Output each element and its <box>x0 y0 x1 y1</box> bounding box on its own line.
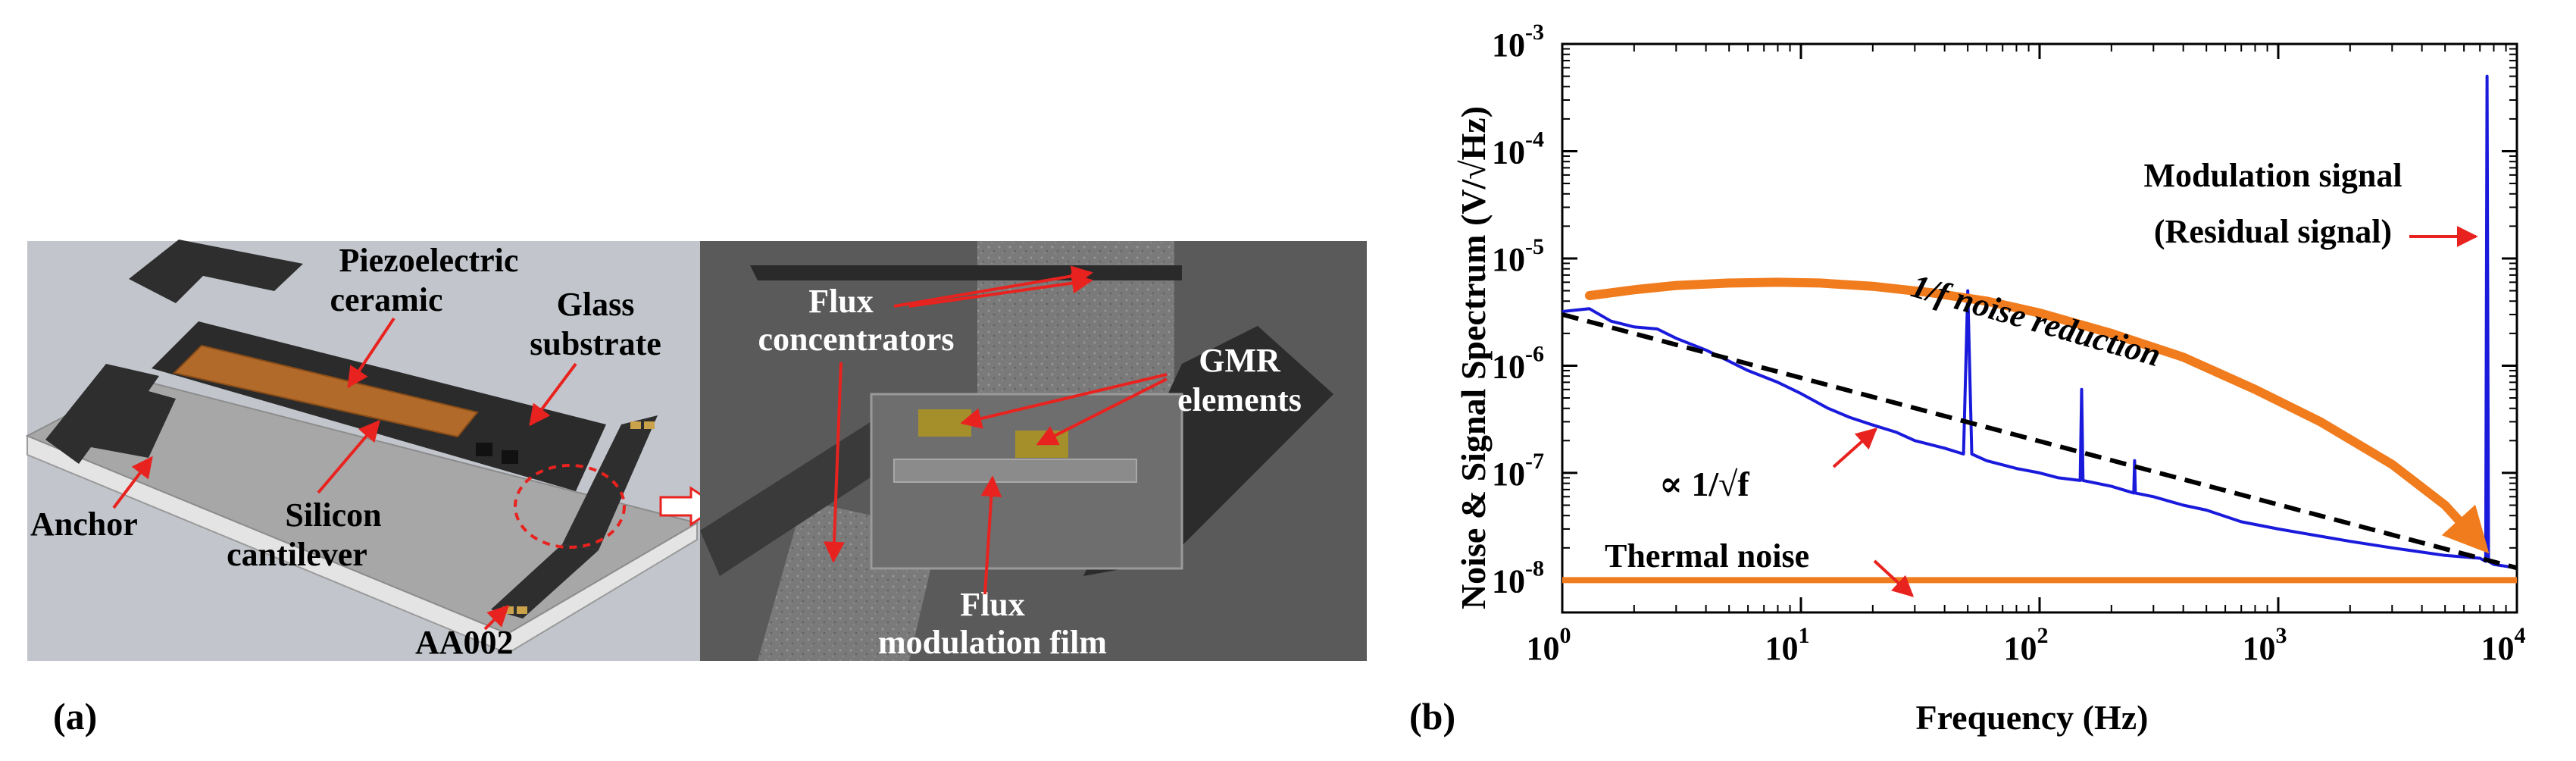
panel-a-arrows <box>112 265 1168 631</box>
x-tick-label: 100 <box>1527 623 1571 667</box>
x-tick-label-exponent: 0 <box>1560 623 1571 648</box>
pad-1 <box>476 443 492 456</box>
x-tick-label-exponent: 3 <box>2276 623 2287 648</box>
contact-pad-bot-2 <box>517 606 527 614</box>
x-tick-label: 104 <box>2481 623 2526 667</box>
callout-flux-mod-1: Flux <box>960 586 1025 623</box>
modulation-label-2: (Residual signal) <box>2154 213 2392 250</box>
modulation-film <box>893 459 1137 483</box>
gmr-element-right <box>1015 431 1068 458</box>
piezo-ceramic <box>173 344 479 438</box>
anchor-top <box>129 240 303 303</box>
y-tick-label: 10-8 <box>1492 556 1544 600</box>
panel-a: Piezoelectric ceramic Glass substrate An… <box>25 240 1367 738</box>
callout-flux-mod-2: modulation film <box>878 624 1107 661</box>
pad-2 <box>502 450 518 464</box>
panel-b-label: (b) <box>1409 695 1455 738</box>
device-3d-drawing <box>25 240 699 655</box>
y-tick-label: 10-6 <box>1492 341 1544 385</box>
callout-aa002: AA002 <box>415 624 514 661</box>
frame-left <box>700 421 917 576</box>
y-axis-label: Noise & Signal Spectrum (V/√Hz) <box>1454 106 1493 609</box>
callout-flux-conc-2: concentrators <box>758 321 954 358</box>
y-tick-label-exponent: -3 <box>1525 20 1544 45</box>
plot-annotations: Modulation signal (Residual signal) 1/f … <box>1605 157 2402 575</box>
callout-gmr-2: elements <box>1177 381 1302 418</box>
callout-piezo-2: ceramic <box>330 281 443 318</box>
electrode-strip-bottom <box>491 544 599 619</box>
zoom-circle <box>514 464 626 549</box>
x-tick-label: 103 <box>2243 623 2287 667</box>
x-tick-label: 102 <box>2004 623 2049 667</box>
x-tick-label-exponent: 4 <box>2515 623 2526 648</box>
y-tick-label: 10-4 <box>1492 127 1544 171</box>
callout-piezo-1: Piezoelectric <box>339 242 519 279</box>
panel-a-callouts: Piezoelectric ceramic Glass substrate An… <box>30 242 1302 661</box>
x-tick-label: 101 <box>1765 623 1810 667</box>
x-axis-label: Frequency (Hz) <box>1915 698 2148 737</box>
y-tick-label: 10-7 <box>1492 449 1544 493</box>
callout-glass-1: Glass <box>557 286 635 323</box>
y-tick-label-exponent: -5 <box>1525 234 1544 259</box>
modulation-label-1: Modulation signal <box>2143 157 2402 194</box>
panel-a-label: (a) <box>53 695 97 738</box>
contact-pad-top-1 <box>630 421 641 429</box>
proportional-label: ∝ 1/√f <box>1659 465 1749 503</box>
callout-flux-conc-1: Flux <box>808 283 874 320</box>
callout-glass-2: substrate <box>530 325 661 362</box>
callout-silicon-1: Silicon <box>285 496 381 534</box>
y-tick-label: 10-3 <box>1492 20 1544 64</box>
y-tick-label-exponent: -6 <box>1525 341 1544 366</box>
anchor-block <box>45 364 176 464</box>
y-tick-label: 10-5 <box>1492 234 1544 278</box>
y-tick-label-exponent: -8 <box>1525 556 1544 581</box>
y-tick-label-exponent: -4 <box>1525 127 1544 152</box>
callout-gmr-1: GMR <box>1199 342 1281 379</box>
frame-top-edge <box>750 265 1182 280</box>
callout-anchor: Anchor <box>30 506 138 543</box>
x-tick-label-exponent: 1 <box>1799 623 1810 648</box>
electrode-strip-top <box>562 415 658 550</box>
contact-pad-top-2 <box>644 421 655 429</box>
noise-reduction-curve <box>1584 277 2490 554</box>
x-tick-label-exponent: 2 <box>2037 623 2049 648</box>
one-over-f-reduction-label: 1/f noise reduction <box>1907 268 2165 374</box>
thermal-noise-label: Thermal noise <box>1605 537 1809 575</box>
y-tick-label-exponent: -7 <box>1525 449 1544 474</box>
zoomed-view <box>700 241 1333 661</box>
measured-spectrum-line <box>1562 74 2518 570</box>
one-over-sqrt-f-fit-line <box>1562 312 2518 571</box>
callout-silicon-2: cantilever <box>227 536 367 573</box>
plot-annotation-arrows <box>1832 226 2478 597</box>
